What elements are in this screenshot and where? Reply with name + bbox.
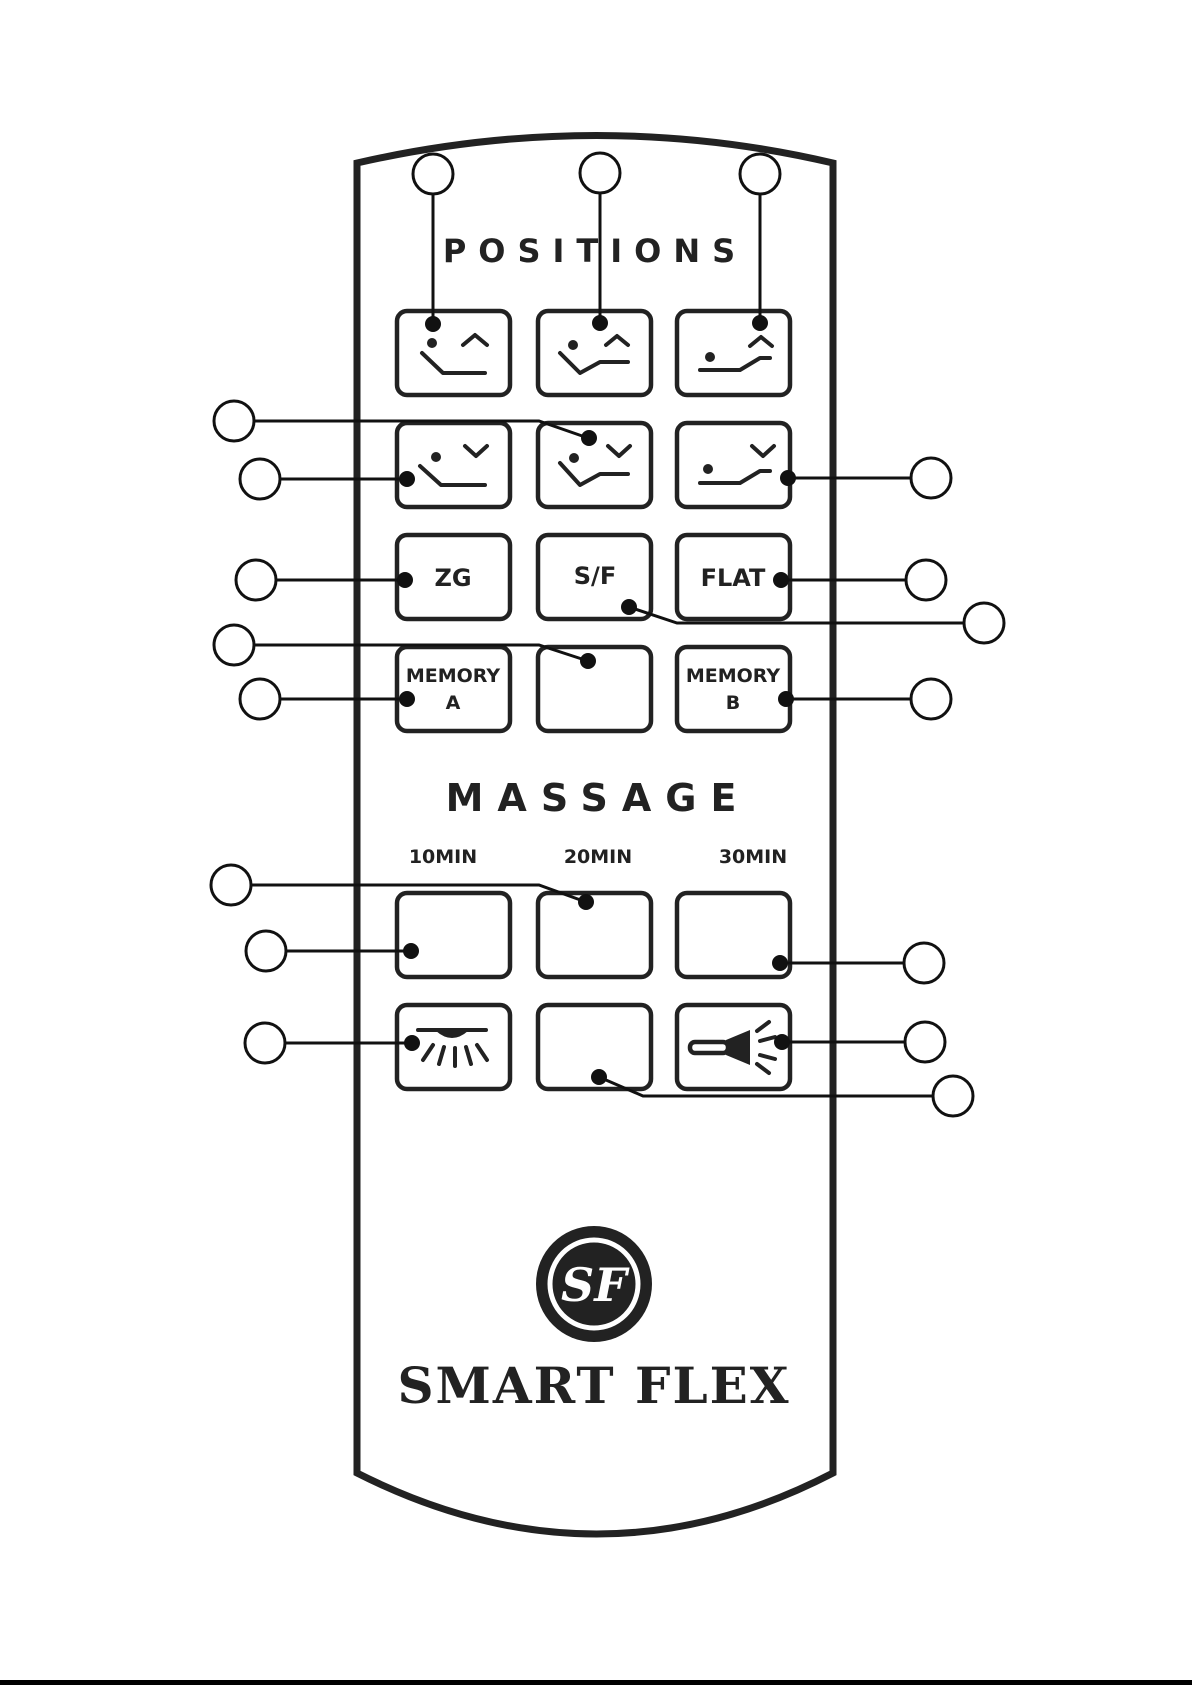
callout-bubble-head-down [240, 459, 280, 499]
callout-bubble-massage-30min [904, 943, 944, 983]
callout-bubble-memory-b [911, 679, 951, 719]
memory-b-button[interactable]: MEMORY B [677, 647, 790, 731]
callout-bubble-back-up [580, 153, 620, 193]
memory-b-label-line1: MEMORY [686, 665, 781, 687]
callout-bubble-sf [964, 603, 1004, 643]
massage-10min-button[interactable] [397, 893, 510, 977]
brand-logo: SF [536, 1226, 652, 1342]
zg-label: ZG [434, 564, 471, 592]
callout-bubble-light [245, 1023, 285, 1063]
callout-bubble-head-up [413, 154, 453, 194]
bottom-edge-bar [0, 1680, 1192, 1685]
brand-name: SMART FLEX [397, 1356, 790, 1415]
zg-button[interactable]: ZG [397, 535, 510, 619]
callout-bubble-flashlight [905, 1022, 945, 1062]
callout-bubble-back-down [214, 401, 254, 441]
brand-logo-letters: SF [561, 1258, 630, 1312]
timer-label-20min: 20MIN [564, 846, 632, 868]
memory-a-label-line2: A [446, 692, 461, 714]
massage-title: MASSAGE [446, 776, 751, 820]
timer-label-10min: 10MIN [409, 846, 477, 868]
positions-title: POSITIONS [443, 232, 747, 270]
callout-bubble-memory-blank [214, 625, 254, 665]
callout-bubble-memory-a [240, 679, 280, 719]
timer-label-30min: 30MIN [719, 846, 787, 868]
callout-bubble-feet-up [740, 154, 780, 194]
head-up-button[interactable] [397, 311, 510, 395]
flat-button[interactable]: FLAT [677, 535, 790, 619]
memory-b-label-line2: B [726, 692, 740, 714]
flashlight-button[interactable] [677, 1005, 790, 1089]
massage-20min-button[interactable] [538, 893, 651, 977]
memory-a-button[interactable]: MEMORY A [397, 647, 510, 731]
callout-bubble-flat [906, 560, 946, 600]
callout-bubble-zg [236, 560, 276, 600]
sf-label: S/F [574, 562, 616, 590]
flat-label: FLAT [701, 564, 766, 592]
head-down-button[interactable] [397, 423, 510, 507]
memory-a-label-line1: MEMORY [406, 665, 501, 687]
feet-down-button[interactable] [677, 423, 790, 507]
callout-bubble-massage-10min [246, 931, 286, 971]
feet-up-button[interactable] [677, 311, 790, 395]
callout-bubble-massage-20min [211, 865, 251, 905]
callout-bubble-massage-blank [933, 1076, 973, 1116]
callout-bubble-feet-down [911, 458, 951, 498]
